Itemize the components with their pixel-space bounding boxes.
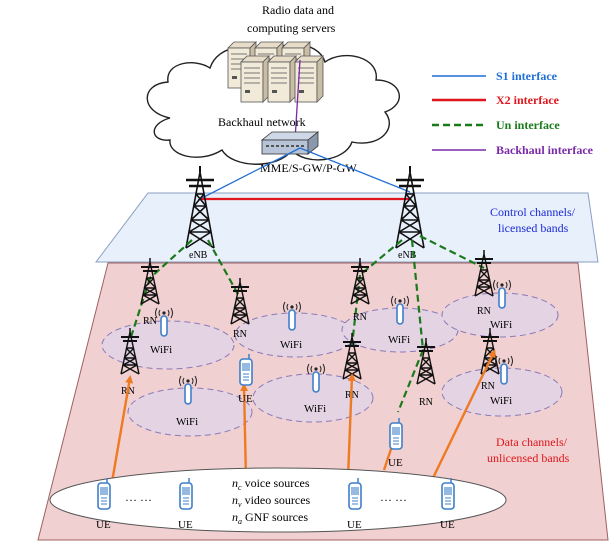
servers-title-2: computing servers [247, 21, 336, 35]
un-link [419, 235, 485, 269]
ue-label: UE [178, 519, 193, 531]
ue-phone-icon [441, 477, 455, 510]
wifi-zone [441, 367, 563, 417]
un-link [207, 239, 241, 299]
ellipsis-left: … … [125, 490, 152, 504]
uplink-arrow [346, 373, 356, 479]
wifi-label: WiFi [176, 416, 198, 428]
data-label-1: Data channels/ [496, 435, 568, 449]
un-link [396, 349, 425, 413]
legend-label-x2: X2 interface [496, 93, 560, 107]
rn-label: RN [419, 397, 433, 408]
source-voice-symbol: n [232, 476, 238, 490]
server-rack [227, 41, 324, 103]
control-label-2: licensed bands [498, 221, 569, 235]
wifi-label: WiFi [304, 403, 326, 415]
source-video-symbol: n [232, 493, 238, 507]
wifi-zone [441, 292, 559, 338]
uplink-arrows [110, 349, 496, 483]
source-gnf: na GNF sources [232, 510, 308, 526]
source-gnf-sub: a [238, 517, 242, 526]
servers-title-1: Radio data and [262, 3, 334, 17]
wifi-label: WiFi [490, 395, 512, 407]
wifi-label: WiFi [490, 319, 512, 331]
rn-label: RN [353, 312, 367, 323]
s1-link-right [299, 147, 411, 193]
backhaul-interface-link [294, 59, 301, 141]
ue-label: UE [347, 519, 362, 531]
wifi-label: WiFi [150, 344, 172, 356]
ue-label: UE [440, 519, 455, 531]
uplink-arrow [240, 383, 249, 481]
backhaul-network-label: Backhaul network [218, 115, 306, 129]
legend: S1 interface X2 interface Un interface B… [432, 69, 594, 157]
control-label-1: Control channels/ [490, 205, 576, 219]
rn-label: RN [477, 306, 491, 317]
legend-label-backhaul: Backhaul interface [496, 143, 594, 157]
enb-label-right: eNB [398, 250, 417, 261]
uplink-arrow [430, 349, 496, 481]
ue-label: UE [238, 393, 253, 405]
ue-label: UE [96, 519, 111, 531]
source-gnf-text: GNF sources [242, 510, 308, 524]
wifi-zone [252, 373, 374, 423]
source-voice: nc voice sources [232, 476, 310, 492]
ue-phone-icon [389, 417, 403, 450]
uplink-arrow [110, 375, 134, 483]
ellipsis-right: … … [380, 490, 407, 504]
source-voice-sub: c [238, 483, 242, 492]
ue-phone-icon [348, 477, 362, 510]
source-video-sub: v [238, 500, 242, 509]
ue-phone-icon [239, 353, 253, 386]
data-label-2: unlicensed bands [487, 451, 570, 465]
rn-label: RN [481, 381, 495, 392]
un-link [359, 239, 403, 276]
source-video: nv video sources [232, 493, 311, 509]
ue-label: UE [388, 457, 403, 469]
un-link [410, 239, 425, 351]
ue-phone-icon [97, 477, 111, 510]
gateway-switch [260, 131, 320, 155]
source-video-text: video sources [242, 493, 311, 507]
legend-label-un: Un interface [496, 118, 560, 132]
gateway-label: MME/S-GW/P-GW [260, 161, 357, 175]
legend-label-s1: S1 interface [496, 69, 558, 83]
wifi-label: WiFi [280, 339, 302, 351]
wifi-label: WiFi [388, 334, 410, 346]
un-link [350, 274, 362, 346]
enb-label-left: eNB [189, 250, 208, 261]
rn-label: RN [233, 329, 247, 340]
sources-ellipse [49, 467, 507, 533]
ue-phone-icon [179, 477, 193, 510]
control-plane [94, 192, 599, 263]
backhaul-cloud [146, 43, 400, 165]
rn-label: RN [143, 316, 157, 327]
source-gnf-symbol: n [232, 510, 238, 524]
source-voice-text: voice sources [242, 476, 310, 490]
s1-link-left [197, 147, 301, 201]
